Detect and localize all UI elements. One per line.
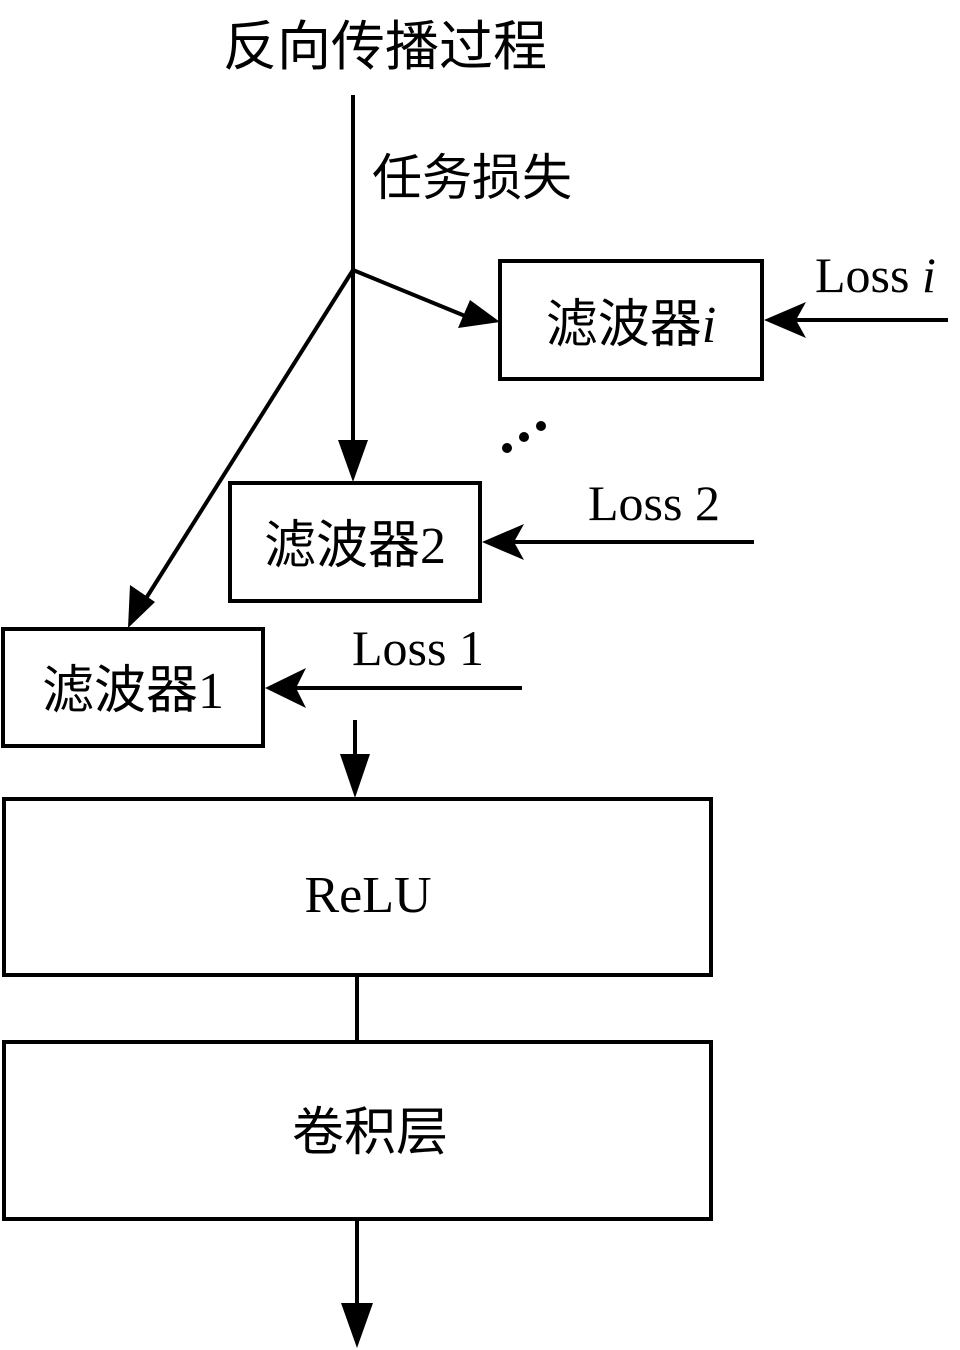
loss-1-label: Loss 1 <box>352 620 484 676</box>
ellipsis-dot <box>502 443 512 453</box>
arrow-loss-1 <box>265 668 306 708</box>
filter-i-box <box>498 259 764 381</box>
relu-box <box>2 797 713 977</box>
filter-1-box <box>1 627 265 748</box>
diagram-title: 反向传播过程 <box>223 17 547 77</box>
loss-i-label: Loss i <box>815 247 936 303</box>
filter-i-label: 滤波器i <box>546 297 716 354</box>
arrow-to-filter-1 <box>128 585 155 628</box>
branch-line-filter-1 <box>143 268 355 602</box>
arrow-output <box>341 1303 373 1348</box>
filter-2-label: 滤波器2 <box>264 518 446 575</box>
conv-layer-label: 卷积层 <box>292 1105 448 1162</box>
branch-line-filter-i <box>352 268 471 320</box>
arrow-loss-2 <box>482 524 524 560</box>
loss-2-label: Loss 2 <box>588 475 720 531</box>
arrow-to-filter-2 <box>338 440 368 482</box>
ellipsis-dot <box>536 421 546 431</box>
relu-label: ReLU <box>304 867 431 924</box>
ellipsis-dot <box>519 432 529 442</box>
arrow-to-filter-i <box>458 300 500 328</box>
arrow-to-relu <box>340 754 370 798</box>
task-loss-label: 任务损失 <box>372 150 572 206</box>
filter-1-label: 滤波器1 <box>42 663 224 720</box>
arrow-loss-i <box>764 302 806 338</box>
filter-2-box <box>228 481 482 603</box>
